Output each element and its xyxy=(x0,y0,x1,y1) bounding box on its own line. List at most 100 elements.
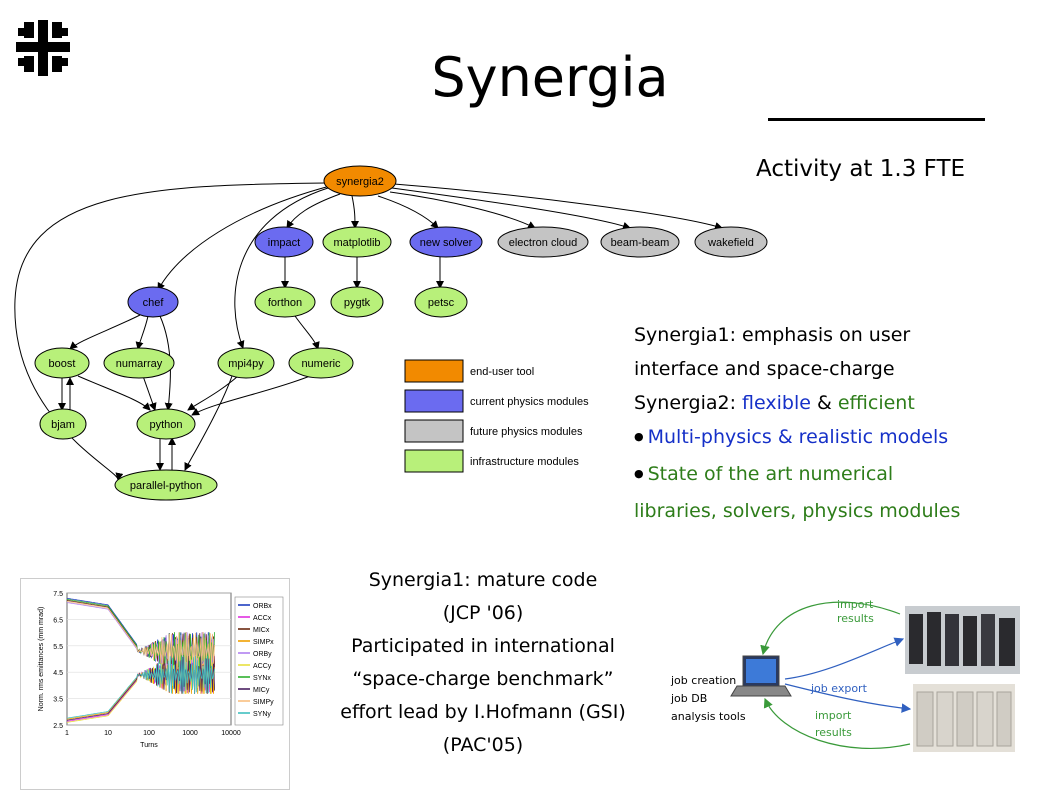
node-impact xyxy=(254,226,314,258)
import-results-top-2: results xyxy=(837,612,874,625)
node-petsc xyxy=(414,286,468,318)
node-matplotlib xyxy=(322,226,392,258)
node-beam-beam xyxy=(600,228,620,256)
node-label-pygtk: pygtk xyxy=(344,297,371,309)
legend-label-infra: infrastructure modules xyxy=(470,456,579,468)
legend-swatch-end-user xyxy=(404,359,464,383)
y-tick-label: 3.5 xyxy=(53,697,63,704)
node-beam-beam-right xyxy=(620,226,680,258)
legend-label: MICx xyxy=(253,627,270,634)
desc-line-3-prefix: Synergia2: xyxy=(634,392,743,414)
node-label-python: python xyxy=(149,419,182,431)
node-bjam xyxy=(39,408,87,440)
legend-label: SIMPy xyxy=(253,699,274,706)
legend-label: ACCy xyxy=(253,663,272,670)
efficient-word: efficient xyxy=(837,392,915,414)
title-underline xyxy=(768,118,985,121)
import-results-bottom-2: results xyxy=(815,726,852,739)
amp: & xyxy=(810,392,838,414)
node-label-numarray: numarray xyxy=(116,358,163,370)
bullet-2-text-a: State of the art numerical xyxy=(647,463,894,485)
series-line-synx xyxy=(66,598,215,671)
y-tick-label: 2.5 xyxy=(53,723,63,730)
bullet-multi-physics: ●Multi-physics & realistic models xyxy=(634,420,1054,457)
workflow-diagram: import results job creation job DB analy… xyxy=(665,584,1055,774)
legend-label-future: future physics modules xyxy=(470,426,583,438)
node-label-beam-beam: beam-beam xyxy=(611,237,620,249)
series-line-syny xyxy=(66,655,215,719)
mature-line-2: (JCP '06) xyxy=(442,602,524,624)
mature-line-6: (PAC'05) xyxy=(442,734,524,756)
workflow-svg: import results job creation job DB analy… xyxy=(670,598,1020,752)
node-label-chef: chef xyxy=(143,297,165,309)
mature-line-5: effort lead by I.Hofmann (GSI) xyxy=(340,701,626,723)
desc-line-3: Synergia2: flexible & efficient xyxy=(634,386,1054,420)
node-wakefield-right xyxy=(694,226,768,258)
bullet-state-of-art: ●State of the art numerical xyxy=(634,457,1054,494)
node-label-forthon: forthon xyxy=(268,297,302,309)
x-tick-label: 100 xyxy=(143,730,155,737)
node-synergia2 xyxy=(323,165,397,197)
node-label-bjam: bjam xyxy=(51,419,75,431)
node-label-boost: boost xyxy=(49,358,76,370)
legend-label: ACCx xyxy=(253,615,272,622)
legend-label: MICy xyxy=(253,687,270,694)
node-label-matplotlib: matplotlib xyxy=(333,237,380,249)
x-axis-label: Turns xyxy=(140,742,158,749)
node-label-beam-beam-right: beam-beam xyxy=(620,237,669,249)
legend-label: ORBy xyxy=(253,651,272,658)
node-parallel-python xyxy=(114,469,218,501)
server-rack-photo-top xyxy=(905,606,1020,674)
node-boost xyxy=(34,347,90,379)
dependency-diagram-right: beam-beam wakefield xyxy=(620,208,768,258)
node-label-synergia2: synergia2 xyxy=(336,176,384,188)
mature-line-1: Synergia1: mature code xyxy=(368,569,598,591)
mature-code-text: Synergia1: mature code (JCP '06) Partici… xyxy=(298,564,668,762)
bullet-2-text-b: libraries, solvers, physics modules xyxy=(634,500,961,522)
legend-label: SIMPx xyxy=(253,639,274,646)
node-pygtk xyxy=(330,286,384,318)
node-label-parallel-python: parallel-python xyxy=(130,480,202,492)
page-title: Synergia xyxy=(431,46,669,109)
series-line-micy xyxy=(66,655,215,721)
bullet-1-text: Multi-physics & realistic models xyxy=(647,426,949,448)
legend-swatch-current xyxy=(404,389,464,413)
node-label-numeric: numeric xyxy=(301,358,341,370)
job-db-label: job DB xyxy=(670,692,707,705)
node-numeric xyxy=(288,347,354,379)
node-forthon xyxy=(254,286,316,318)
y-tick-label: 6.5 xyxy=(53,617,63,624)
import-results-bottom-1: import xyxy=(815,709,852,722)
node-label-mpi4py: mpi4py xyxy=(228,358,264,370)
node-numarray xyxy=(103,347,175,379)
server-rack-photo-bottom xyxy=(913,684,1015,752)
fermilab-logo xyxy=(16,20,70,76)
bullet-icon: ● xyxy=(634,430,644,443)
node-label-petsc: petsc xyxy=(428,297,455,309)
mature-line-4: “space-charge benchmark” xyxy=(352,668,614,690)
legend-swatch-infra xyxy=(404,449,464,473)
mature-line-3: Participated in international xyxy=(351,635,615,657)
node-label-electron-cloud: electron cloud xyxy=(509,237,578,249)
y-tick-label: 5.5 xyxy=(53,644,63,651)
legend-label: ORBx xyxy=(253,603,272,610)
legend-swatch-future xyxy=(404,419,464,443)
legend-label: SYNy xyxy=(253,711,271,718)
node-label-impact: impact xyxy=(268,237,300,249)
bullet-icon: ● xyxy=(634,467,644,480)
x-tick-label: 10000 xyxy=(221,730,241,737)
synergia-description: Synergia1: emphasis on user interface an… xyxy=(634,318,1054,528)
chart-legend xyxy=(234,596,284,726)
analysis-tools-label: analysis tools xyxy=(671,710,746,723)
y-tick-label: 4.5 xyxy=(53,670,63,677)
node-label-new-solver: new solver xyxy=(420,237,473,249)
legend-label-end-user: end-user tool xyxy=(470,366,534,378)
legend-label-current: current physics modules xyxy=(470,396,589,408)
job-creation-label: job creation xyxy=(670,674,736,687)
series-line-simpy xyxy=(66,601,215,671)
node-label-wakefield-right: wakefield xyxy=(707,237,754,249)
legend-label: SYNx xyxy=(253,675,271,682)
desc-line-1: Synergia1: emphasis on user xyxy=(634,324,911,346)
import-results-top-1: import xyxy=(837,598,874,611)
